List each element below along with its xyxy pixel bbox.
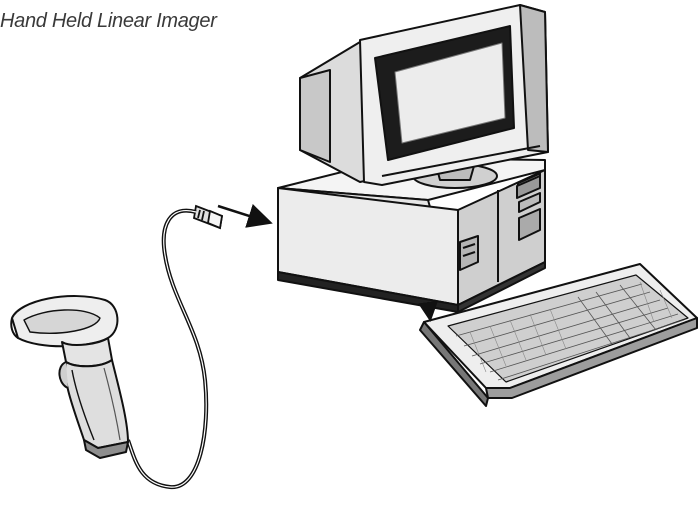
cable-connector (194, 206, 222, 228)
computer-base-unit (278, 158, 545, 312)
connector-to-computer-arrow (218, 206, 268, 222)
scanner-cable-highlight (128, 211, 206, 488)
barcode-scanner (11, 296, 128, 458)
scanner-cable (128, 211, 206, 488)
